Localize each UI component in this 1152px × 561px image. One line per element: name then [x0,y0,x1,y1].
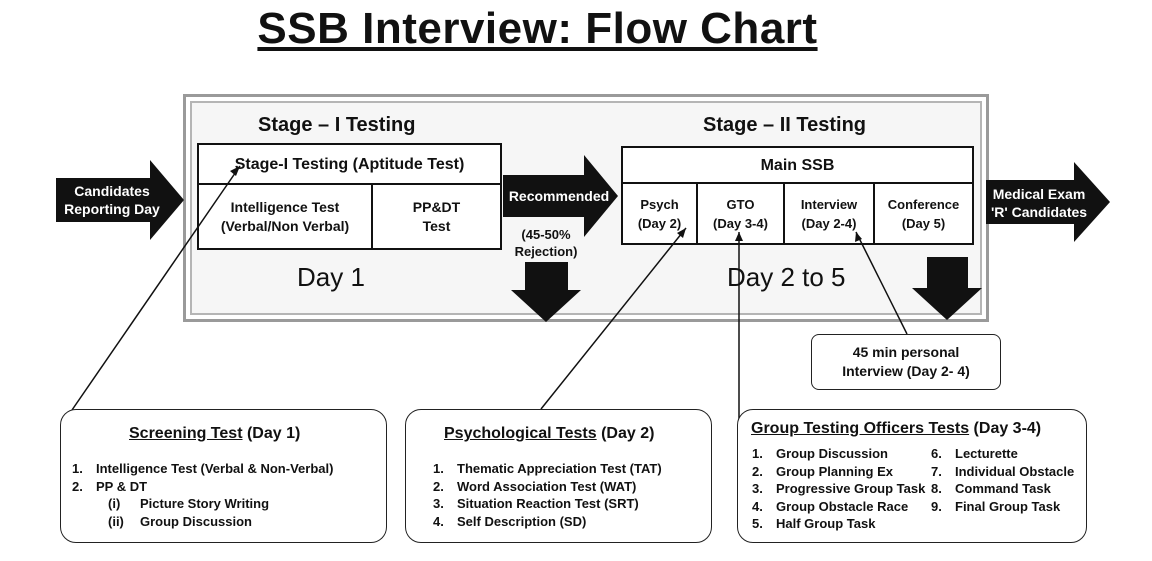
list-item: 2.Word Association Test (WAT) [433,478,637,494]
personal-interview-box: 45 min personal Interview (Day 2- 4) [811,334,1001,390]
candidates-line1: Candidates [74,183,150,199]
ppdt-line1: PP&DT [412,198,461,215]
ppdt-test-cell: PP&DT Test [373,185,500,248]
interview-line2: (Day 2-4) [801,215,857,231]
gto-tests-box: Group Testing Officers Tests (Day 3-4) 1… [737,409,1087,543]
psychological-tests-list: 1.Thematic Appreciation Test (TAT) 2.Wor… [433,460,662,530]
list-item: (ii)Group Discussion [108,513,252,529]
list-item: 1.Intelligence Test (Verbal & Non-Verbal… [72,461,334,476]
psychological-tests-box: Psychological Tests (Day 2) 1.Thematic A… [405,409,712,543]
candidates-line2: Reporting Day [64,201,160,217]
stage2-heading: Stage – II Testing [703,114,866,136]
page-title: SSB Interview: Flow Chart [257,4,818,53]
gto-tests-list-col2: 6.Lecturette 7.Individual Obstacle 8.Com… [931,445,1074,515]
intelligence-test-line2: (Verbal/Non Verbal) [220,217,350,234]
conference-line2: (Day 5) [901,215,946,231]
psych-cell: Psych (Day 2) [623,184,698,243]
stage1-day-label: Day 1 [297,262,365,292]
gto-tests-list-col1: 1.Group Discussion 2.Group Planning Ex 3… [752,445,925,533]
medical-exam-label: Medical Exam 'R' Candidates [984,183,1094,223]
rejection-note: (45-50% Rejection) [503,226,589,260]
screening-connector [71,165,241,411]
interview-cell: Interview (Day 2-4) [785,184,875,243]
personal-interview-line1: 45 min personal [852,344,960,360]
interview-line1: Interview [800,196,858,212]
list-item: 3.Progressive Group Task [752,481,926,496]
list-item: 2.PP & DT [72,478,148,494]
medical-exam-line2: 'R' Candidates [990,204,1088,220]
stage1-box: Stage-I Testing (Aptitude Test) Intellig… [197,143,502,250]
medical-exam-arrow-shape [986,162,1110,242]
rejection-down-arrow [511,262,581,322]
candidates-arrow-label: Candidates Reporting Day [56,180,168,220]
personal-interview-line2: Interview (Day 2- 4) [842,363,970,379]
psych-line2: (Day 2) [637,215,682,231]
ppdt-line2: Test [422,217,451,234]
rejection-note-line2: Rejection) [514,244,578,259]
list-item: 8.Command Task [931,481,1051,496]
list-item: 2.Group Planning Ex [752,463,894,479]
list-item: 3.Situation Reaction Test (SRT) [433,496,639,511]
gto-line2: (Day 3-4) [713,215,768,231]
list-item: 9.Final Group Task [931,498,1061,514]
screening-test-list: 1.Intelligence Test (Verbal & Non-Verbal… [72,460,333,530]
screening-test-box: Screening Test (Day 1) 1.Intelligence Te… [60,409,387,543]
main-ssb-box: Main SSB Psych (Day 2) GTO (Day 3-4) Int… [621,146,974,245]
list-item: 5.Half Group Task [752,516,876,531]
stage2-down-arrow [912,257,982,320]
conference-line1: Conference [887,196,960,212]
gto-line1: GTO [726,196,755,212]
gto-tests-title: Group Testing Officers Tests (Day 3-4) [751,420,1042,437]
gto-cell: GTO (Day 3-4) [698,184,785,243]
psych-connector [540,227,687,410]
main-ssb-title: Main SSB [623,148,972,184]
list-item: 1.Group Discussion [752,446,888,461]
rejection-note-line1: (45-50% [521,227,571,242]
intelligence-test-line1: Intelligence Test [230,198,340,215]
candidates-arrow-shape [56,160,184,240]
stage2-day-label: Day 2 to 5 [727,262,846,292]
interview-connector [855,231,908,335]
intelligence-test-cell: Intelligence Test (Verbal/Non Verbal) [199,185,373,248]
psych-line1: Psych [640,196,679,212]
list-item: 7.Individual Obstacle [931,463,1075,479]
recommended-label: Recommended [508,188,610,204]
conference-cell: Conference (Day 5) [875,184,972,243]
recommended-arrow-shape [503,155,618,237]
list-item: 4.Self Description (SD) [433,513,587,529]
stage1-heading: Stage – I Testing [258,114,416,136]
list-item: 4.Group Obstacle Race [752,498,909,514]
list-item: 1.Thematic Appreciation Test (TAT) [433,461,662,476]
medical-exam-line1: Medical Exam [992,186,1086,202]
stage1-box-title: Stage-I Testing (Aptitude Test) [199,145,500,185]
psychological-tests-title: Psychological Tests (Day 2) [444,425,655,442]
list-item: 6.Lecturette [931,446,1018,461]
list-item: (i)Picture Story Writing [108,496,270,511]
screening-test-title: Screening Test (Day 1) [129,425,301,442]
